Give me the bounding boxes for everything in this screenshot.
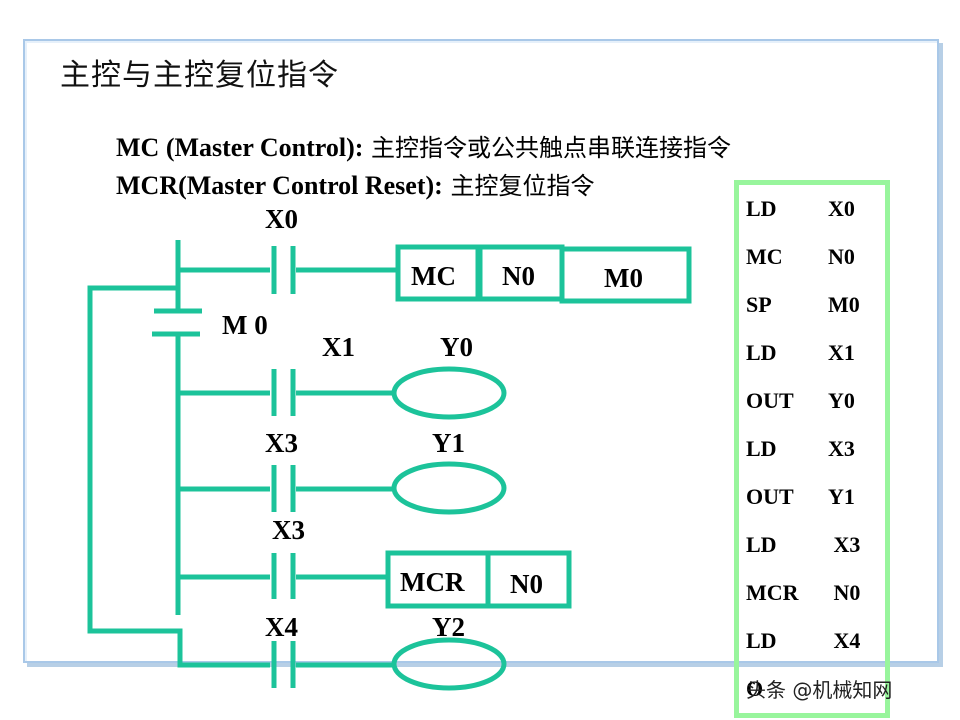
instruction-list-box xyxy=(734,180,890,718)
y0-label: Y0 xyxy=(440,332,473,362)
mcr-description: MCR(Master Control Reset): 主控复位指令 xyxy=(116,166,594,201)
mc-term: MC (Master Control): xyxy=(116,133,364,162)
instruction-row: LD X4 xyxy=(746,628,860,654)
instruction-row: OUT Y1 xyxy=(746,484,855,510)
watermark: 头条 @机械知网 xyxy=(746,674,892,703)
instruction-row: MCR N0 xyxy=(746,580,860,606)
y2-coil xyxy=(391,637,507,691)
instruction-arg: X3 xyxy=(828,532,861,557)
instruction-op: MC xyxy=(746,244,783,269)
instruction-op: LD xyxy=(746,196,777,221)
mcr-n0-label: N0 xyxy=(510,569,543,599)
mc-m0-box xyxy=(559,246,692,304)
instruction-row: OUT Y0 xyxy=(746,388,855,414)
y1-label: Y1 xyxy=(432,428,465,458)
slide-title: 主控与主控复位指令 xyxy=(60,58,339,93)
instruction-op: OUT xyxy=(746,388,794,413)
instruction-op: LD xyxy=(746,532,777,557)
bypass-rail xyxy=(87,285,270,668)
instruction-row: MC N0 xyxy=(746,244,855,270)
instruction-op: LD xyxy=(746,628,777,653)
instruction-op: MCR xyxy=(746,580,799,605)
instruction-arg: Y0 xyxy=(828,388,855,413)
instruction-arg: X3 xyxy=(828,436,855,461)
instruction-row: LD X3 xyxy=(746,436,855,462)
instruction-row: O xyxy=(746,676,828,702)
mcr-label: MCR xyxy=(400,567,465,597)
x3-label: X3 xyxy=(265,428,298,458)
x4-label: X4 xyxy=(265,612,298,642)
watermark-text: 头条 @机械知网 xyxy=(746,678,893,702)
instruction-op: LD xyxy=(746,340,777,365)
mc-definition: 主控指令或公共触点串联连接指令 xyxy=(363,134,732,162)
y1-coil xyxy=(391,461,507,515)
x0-label: X0 xyxy=(265,204,298,234)
mcr-definition: 主控复位指令 xyxy=(442,172,595,200)
instruction-arg: N0 xyxy=(828,244,855,269)
instruction-arg: M0 xyxy=(828,292,860,317)
mc-m0-label: M0 xyxy=(604,263,643,293)
y2-label: Y2 xyxy=(432,612,465,642)
instruction-arg: N0 xyxy=(828,580,861,605)
mcr-n0-box xyxy=(485,550,572,609)
x3b-label: X3 xyxy=(272,515,305,545)
mc-n0-label: N0 xyxy=(502,261,535,291)
instruction-row: LD X1 xyxy=(746,340,855,366)
y0-coil xyxy=(391,366,507,420)
instruction-arg: X0 xyxy=(828,196,855,221)
instruction-op: LD xyxy=(746,436,777,461)
instruction-arg: X4 xyxy=(828,628,861,653)
instruction-row: LD X3 xyxy=(746,532,860,558)
instruction-op: OUT xyxy=(746,484,794,509)
instruction-op: SP xyxy=(746,292,772,317)
instruction-row: LD X0 xyxy=(746,196,855,222)
m0-label: M 0 xyxy=(222,310,268,340)
instruction-op: O xyxy=(746,676,764,701)
mc-label: MC xyxy=(411,261,456,291)
instruction-arg: Y1 xyxy=(828,484,855,509)
mcr-term: MCR(Master Control Reset): xyxy=(116,171,443,200)
x1-label: X1 xyxy=(322,332,355,362)
mc-description: MC (Master Control): 主控指令或公共触点串联连接指令 xyxy=(116,128,731,163)
instruction-arg: X1 xyxy=(828,340,855,365)
instruction-row: SP M0 xyxy=(746,292,860,318)
